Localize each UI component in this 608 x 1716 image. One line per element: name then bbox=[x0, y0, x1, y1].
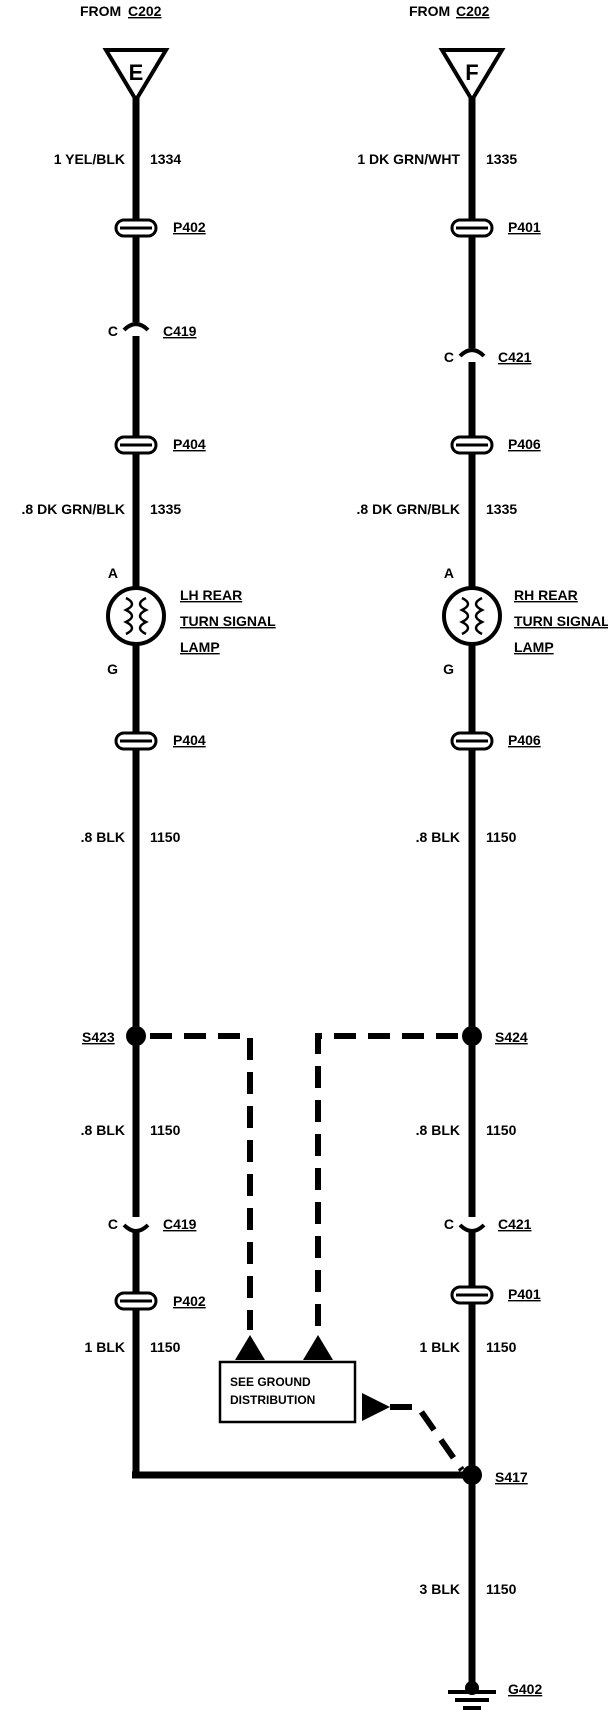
right-wire2-circuit: 1335 bbox=[486, 501, 517, 517]
s423-label: S423 bbox=[82, 1029, 115, 1045]
right-from-connector: C202 bbox=[456, 3, 490, 19]
source-f-triangle bbox=[438, 48, 506, 104]
right-wire5-circuit: 1150 bbox=[486, 1339, 517, 1355]
left-p402b-label: P402 bbox=[173, 1293, 206, 1309]
right-c421-connector bbox=[458, 348, 486, 362]
right-wire4-circuit: 1150 bbox=[486, 1122, 517, 1138]
right-c421b-pin: C bbox=[444, 1216, 454, 1232]
left-p402-grommet bbox=[114, 218, 158, 238]
left-c419b-label: C419 bbox=[163, 1216, 197, 1232]
ground-arrow-left bbox=[235, 1335, 265, 1360]
right-p406-label: P406 bbox=[508, 436, 541, 452]
right-wire5-color: 1 BLK bbox=[420, 1339, 460, 1355]
g402-ground-point bbox=[465, 1681, 479, 1695]
left-p404b-grommet bbox=[114, 731, 158, 751]
g402-label: G402 bbox=[508, 1681, 542, 1697]
s423-splice-dot bbox=[126, 1026, 146, 1046]
left-p404-label: P404 bbox=[173, 436, 206, 452]
right-wire3-color: .8 BLK bbox=[416, 829, 460, 845]
right-lamp-pin-a: A bbox=[444, 565, 454, 581]
s417-ground-lead bbox=[390, 1404, 465, 1472]
right-p401b-label: P401 bbox=[508, 1286, 541, 1302]
left-wire5-circuit: 1150 bbox=[150, 1339, 181, 1355]
right-c421-label: C421 bbox=[498, 349, 532, 365]
right-p406b-grommet bbox=[450, 731, 494, 751]
s424-splice-dot bbox=[462, 1026, 482, 1046]
left-c419-connector bbox=[122, 322, 150, 336]
left-c419-label: C419 bbox=[163, 323, 197, 339]
right-lamp-pin-g: G bbox=[443, 661, 454, 677]
left-lamp-pin-g: G bbox=[107, 661, 118, 677]
left-p402-label: P402 bbox=[173, 219, 206, 235]
left-from-connector: C202 bbox=[128, 3, 162, 19]
left-c419-pin: C bbox=[108, 323, 118, 339]
left-c419b-pin: C bbox=[108, 1216, 118, 1232]
right-wire3-circuit: 1150 bbox=[486, 829, 517, 845]
left-wire1-circuit: 1334 bbox=[150, 151, 181, 167]
s417-label: S417 bbox=[495, 1469, 528, 1485]
s424-ground-lead bbox=[315, 1033, 458, 1330]
right-wire6-circuit: 1150 bbox=[486, 1581, 517, 1597]
right-wire4-color: .8 BLK bbox=[416, 1122, 460, 1138]
right-c421b-label: C421 bbox=[498, 1216, 532, 1232]
left-wire1-color: 1 YEL/BLK bbox=[54, 151, 125, 167]
left-wire4-color: .8 BLK bbox=[81, 1122, 125, 1138]
right-lamp-line1: RH REAR bbox=[514, 587, 578, 603]
left-c419b-connector bbox=[122, 1217, 150, 1233]
rh-rear-lamp-icon bbox=[442, 586, 502, 646]
source-e-triangle bbox=[102, 48, 170, 104]
right-from-label: FROM bbox=[409, 3, 450, 19]
left-p402b-grommet bbox=[114, 1291, 158, 1311]
left-wire5-color: 1 BLK bbox=[85, 1339, 125, 1355]
right-wire1-circuit: 1335 bbox=[486, 151, 517, 167]
source-e-letter: E bbox=[129, 60, 144, 85]
see-ground-distribution-box bbox=[218, 1360, 357, 1424]
s423-ground-lead bbox=[150, 1033, 253, 1330]
right-c421b-connector bbox=[458, 1217, 486, 1233]
right-p406b-label: P406 bbox=[508, 732, 541, 748]
right-c421-pin: C bbox=[444, 349, 454, 365]
ground-box-line1: SEE GROUND bbox=[230, 1375, 311, 1389]
left-lamp-line2: TURN SIGNAL bbox=[180, 613, 276, 629]
ground-arrow-right bbox=[303, 1335, 333, 1360]
left-lamp-line1: LH REAR bbox=[180, 587, 242, 603]
s417-splice-dot bbox=[462, 1465, 482, 1485]
right-lamp-line2: TURN SIGNAL bbox=[514, 613, 608, 629]
left-from-label: FROM bbox=[80, 3, 121, 19]
left-wire2-circuit: 1335 bbox=[150, 501, 181, 517]
left-lamp-pin-a: A bbox=[108, 565, 118, 581]
left-wire4-circuit: 1150 bbox=[150, 1122, 181, 1138]
source-f-letter: F bbox=[465, 60, 478, 85]
right-wire2-color: .8 DK GRN/BLK bbox=[357, 501, 460, 517]
left-wire3-circuit: 1150 bbox=[150, 829, 181, 845]
lh-rear-lamp-icon bbox=[106, 586, 166, 646]
right-wire6-color: 3 BLK bbox=[420, 1581, 460, 1597]
left-p404b-label: P404 bbox=[173, 732, 206, 748]
ground-arrow-s417 bbox=[362, 1393, 390, 1421]
right-wire1-color: 1 DK GRN/WHT bbox=[357, 151, 460, 167]
left-lamp-line3: LAMP bbox=[180, 639, 220, 655]
right-p401-label: P401 bbox=[508, 219, 541, 235]
left-wire2-color: .8 DK GRN/BLK bbox=[22, 501, 125, 517]
right-p406-grommet bbox=[450, 435, 494, 455]
right-p401-grommet bbox=[450, 218, 494, 238]
right-p401b-grommet bbox=[450, 1285, 494, 1305]
right-lamp-line3: LAMP bbox=[514, 639, 554, 655]
left-wire3-color: .8 BLK bbox=[81, 829, 125, 845]
ground-box-line2: DISTRIBUTION bbox=[230, 1393, 315, 1407]
left-p404-grommet bbox=[114, 435, 158, 455]
s424-label: S424 bbox=[495, 1029, 528, 1045]
